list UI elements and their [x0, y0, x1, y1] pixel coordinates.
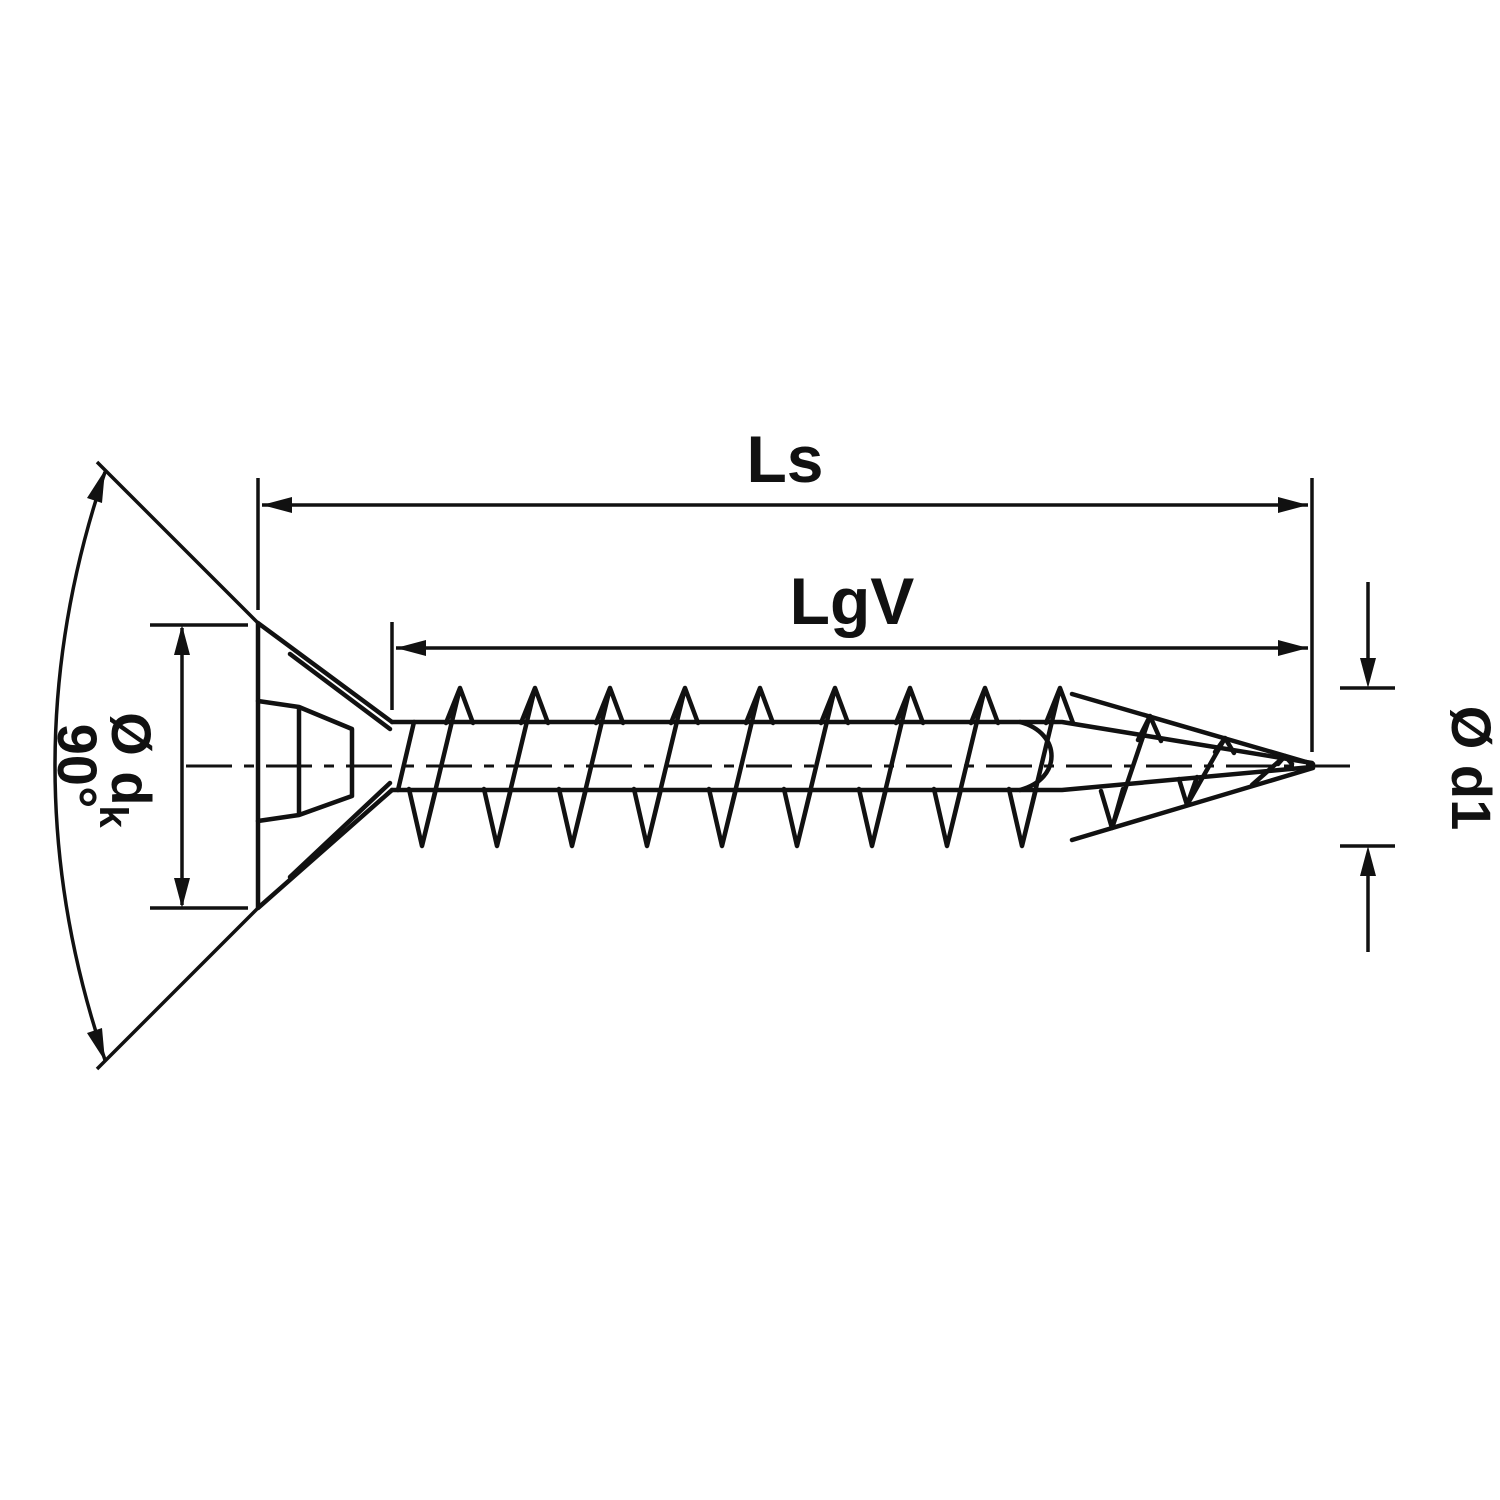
lgv-arrow-left: [396, 640, 426, 656]
dimension-dk: Ø dk: [91, 623, 248, 910]
thread-flight-taper: [1249, 753, 1295, 788]
thread-flight: [481, 685, 551, 849]
thread-flight-taper: [1098, 713, 1164, 831]
d1-extension-lines: [1340, 686, 1395, 848]
thread-flight: [1006, 685, 1076, 849]
dimension-d1: Ø d1: [1340, 582, 1500, 952]
angle-arrow-bottom: [87, 1028, 105, 1061]
dk-label: Ø dk: [91, 712, 163, 828]
thread-flight-taper: [1176, 735, 1237, 808]
ls-extension-lines: [256, 478, 1314, 752]
screw-head-inner-ribs: [287, 651, 393, 880]
thread-flight: [406, 685, 476, 849]
thread-flight: [931, 685, 1001, 849]
d1-arrow-bottom: [1360, 846, 1376, 876]
screw-shank-core: [389, 719, 1315, 793]
thread-flight: [556, 685, 626, 849]
screw-head-outline: [255, 620, 395, 911]
dimension-ls: Ls: [256, 422, 1314, 752]
angle-arc: [53, 471, 107, 1061]
screw-drive-recess: [255, 698, 355, 824]
thread-runout-curve: [1017, 719, 1054, 793]
thread-flight: [856, 685, 926, 849]
ls-label: Ls: [746, 422, 823, 496]
screw: [186, 620, 1350, 911]
thread-flight: [781, 685, 851, 849]
angle-extension-lines: [95, 460, 260, 1071]
lgv-label: LgV: [790, 564, 915, 638]
lgv-arrow-right: [1278, 640, 1308, 656]
dk-arrow-top: [174, 625, 190, 655]
dimension-lgv: LgV: [390, 564, 1308, 710]
ls-arrow-right: [1278, 497, 1308, 513]
thread-start-flight: [395, 719, 417, 793]
thread-flight: [706, 685, 776, 849]
dk-extension-lines: [150, 623, 248, 910]
d1-label: Ø d1: [1440, 706, 1500, 830]
ls-arrow-left: [262, 497, 292, 513]
thread-flight: [631, 685, 701, 849]
dk-label-prefix: Ø d: [100, 712, 163, 805]
angle-arrow-top: [87, 470, 105, 503]
d1-arrow-top: [1360, 658, 1376, 688]
dk-label-subscript: k: [91, 806, 135, 829]
dimension-head-angle: 90°: [46, 460, 260, 1071]
dk-arrow-bottom: [174, 878, 190, 908]
head-angle-label: 90°: [46, 724, 109, 809]
